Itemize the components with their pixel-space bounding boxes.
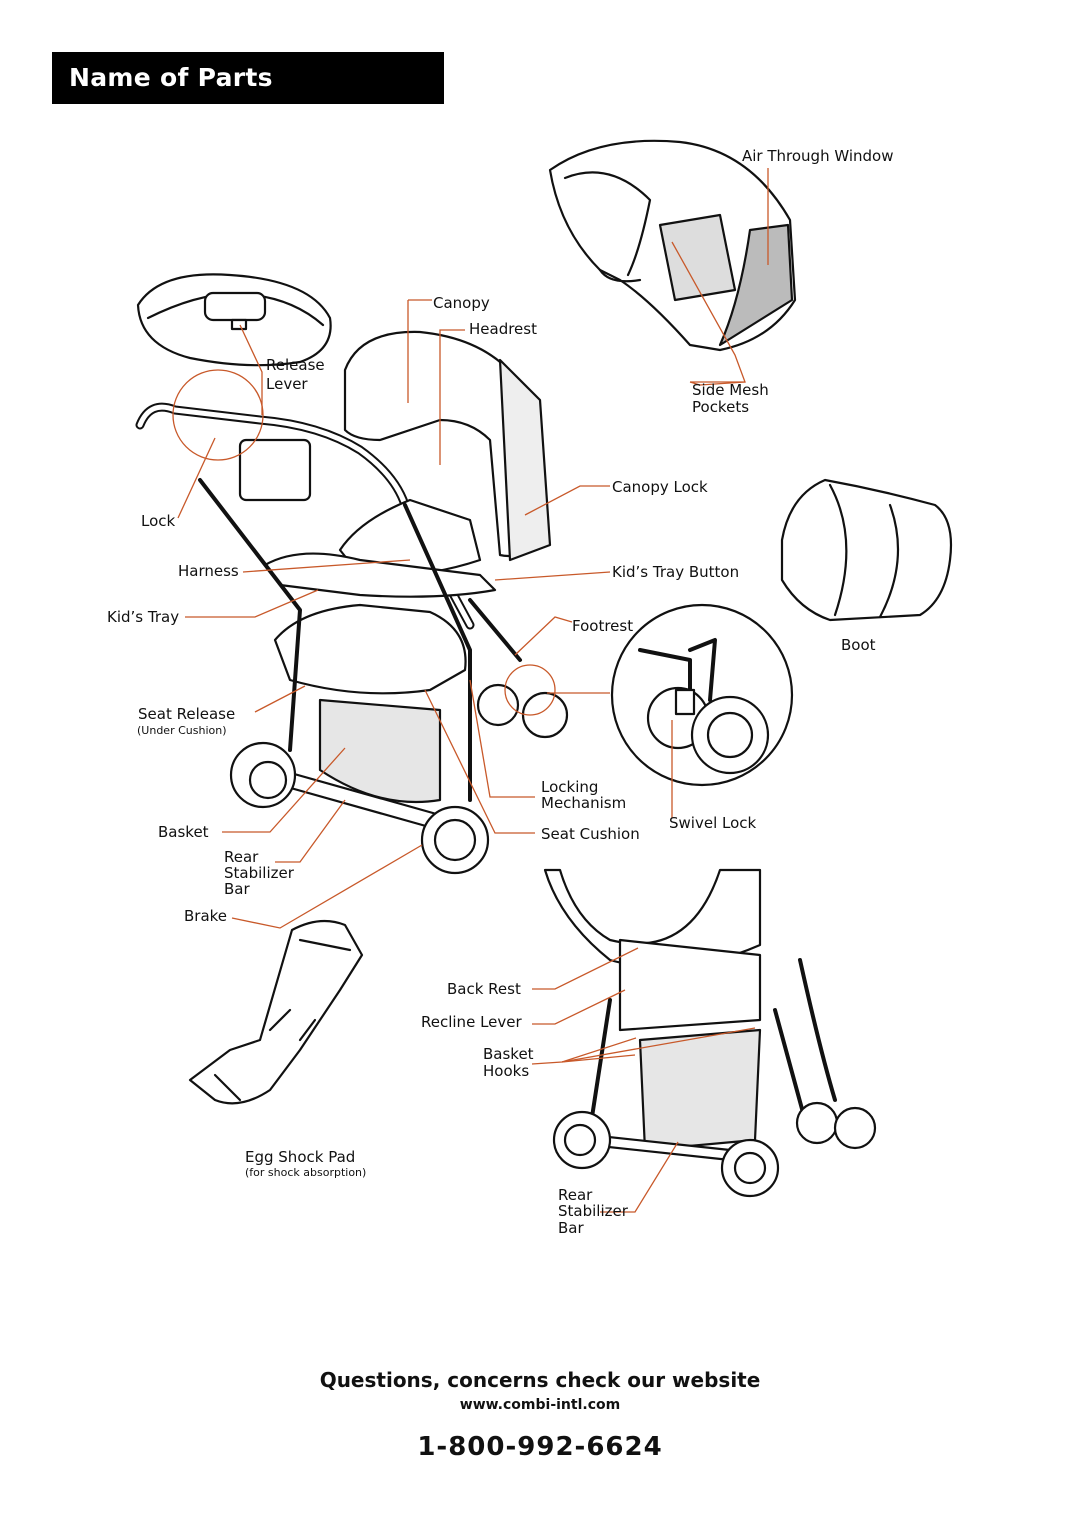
label-air-through-window: Air Through Window	[742, 147, 894, 165]
label-for-shock-absorption: (for shock absorption)	[245, 1166, 367, 1179]
rear-view-stroller-illustration	[543, 868, 877, 1198]
footer-website-url[interactable]: www.combi-intl.com	[459, 1397, 621, 1413]
label-basket-hooks-2: Hooks	[483, 1062, 530, 1080]
label-boot: Boot	[841, 636, 876, 654]
label-stabilizer-2: Stabilizer	[558, 1202, 628, 1220]
label-recline-lever: Recline Lever	[421, 1013, 522, 1031]
label-pockets: Pockets	[692, 398, 750, 416]
label-brake: Brake	[184, 907, 228, 925]
page-title: Name of Parts	[52, 52, 444, 104]
release-lever-detail	[136, 273, 332, 367]
label-lever: Lever	[266, 375, 308, 393]
label-seat-cushion: Seat Cushion	[541, 825, 640, 843]
label-canopy-lock: Canopy Lock	[612, 478, 708, 496]
label-swivel-lock: Swivel Lock	[669, 814, 757, 832]
label-basket-hooks-1: Basket	[483, 1045, 534, 1063]
label-locking: Locking	[541, 778, 599, 796]
label-rear-2: Rear	[558, 1186, 593, 1204]
label-under-cushion: (Under Cushion)	[137, 724, 227, 737]
label-egg-shock-pad: Egg Shock Pad	[245, 1148, 356, 1166]
label-rear: Rear	[224, 848, 259, 866]
label-stabilizer: Stabilizer	[224, 864, 294, 882]
footer-question: Questions, concerns check our website	[319, 1368, 761, 1392]
main-stroller-illustration	[135, 330, 569, 875]
label-basket: Basket	[158, 823, 209, 841]
label-bar-2: Bar	[558, 1219, 584, 1237]
label-lock: Lock	[141, 512, 176, 530]
label-canopy: Canopy	[433, 294, 490, 312]
label-release: Release	[266, 356, 325, 374]
label-bar: Bar	[224, 880, 250, 898]
label-back-rest: Back Rest	[447, 980, 521, 998]
leader-lines	[172, 168, 769, 1213]
label-footrest: Footrest	[572, 617, 634, 635]
canopy-illustration	[548, 139, 797, 352]
label-kids-tray: Kid’s Tray	[107, 608, 180, 626]
label-headrest: Headrest	[469, 320, 537, 338]
boot-illustration	[780, 478, 953, 622]
label-kids-tray-button: Kid’s Tray Button	[612, 563, 740, 581]
egg-shock-pad-illustration	[188, 919, 364, 1105]
label-mechanism: Mechanism	[541, 794, 627, 812]
label-harness: Harness	[178, 562, 239, 580]
label-seat-release: Seat Release	[138, 705, 236, 723]
label-side-mesh: Side Mesh	[692, 381, 769, 399]
footer-phone-number[interactable]: 1-800-992-6624	[417, 1432, 663, 1462]
swivel-lock-detail	[610, 603, 794, 787]
